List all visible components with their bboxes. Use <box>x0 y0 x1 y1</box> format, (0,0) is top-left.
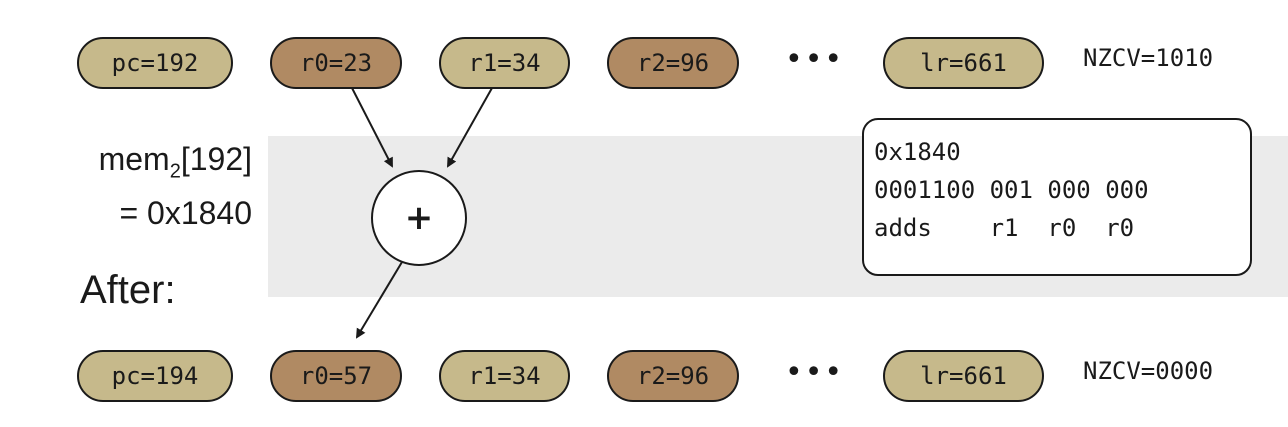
instruction-box: 0x1840 0001100 001 000 000 adds r1 r0 r0 <box>862 118 1252 276</box>
memory-address: [192] <box>180 141 252 177</box>
arrow-adder-to-r0 <box>355 261 403 339</box>
register-r1-before: r1=34 <box>439 37 570 89</box>
register-r2-after: r2=96 <box>607 350 739 402</box>
memory-name: mem <box>98 141 170 177</box>
after-label: After: <box>80 268 176 312</box>
instruction-asm: adds r1 r0 r0 <box>874 214 1135 242</box>
register-r1-after: r1=34 <box>439 350 570 402</box>
memory-label: mem2[192] = 0x1840 <box>0 138 252 234</box>
flags-before: NZCV=1010 <box>1083 44 1214 72</box>
instruction-hex: 0x1840 <box>874 138 961 166</box>
ellipsis-before: ••• <box>785 42 845 77</box>
register-pc-before: pc=192 <box>77 37 233 89</box>
register-lr-before: lr=661 <box>883 37 1044 89</box>
arrow-r0-to-adder <box>351 87 393 168</box>
flags-after: NZCV=0000 <box>1083 357 1214 385</box>
register-lr-after: lr=661 <box>883 350 1044 402</box>
register-r0-after: r0=57 <box>270 350 402 402</box>
ellipsis-after: ••• <box>785 355 845 390</box>
instruction-bits: 0001100 001 000 000 <box>874 176 1149 204</box>
arrow-r1-to-adder <box>447 87 493 168</box>
adder-circle: + <box>371 170 467 266</box>
register-r2-before: r2=96 <box>607 37 739 89</box>
register-r0-before: r0=23 <box>270 37 402 89</box>
memory-value: = 0x1840 <box>119 195 252 232</box>
register-pc-after: pc=194 <box>77 350 233 402</box>
memory-subscript: 2 <box>169 160 181 183</box>
